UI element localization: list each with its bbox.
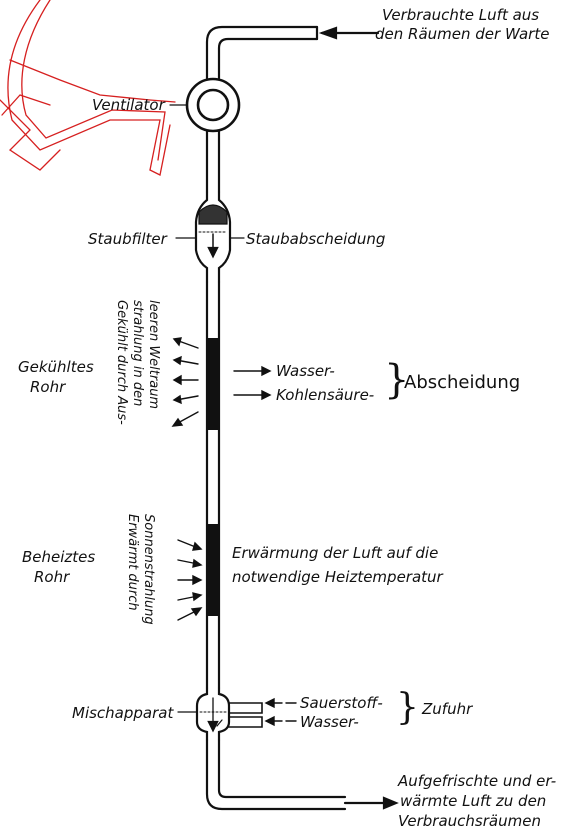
label-supply: Zufuhr [422, 700, 473, 718]
label-dust-separation: Staubabscheidung [246, 230, 386, 248]
label-dust-filter: Staubfilter [88, 230, 167, 248]
label-fan: Ventilator [92, 96, 165, 114]
dust-filter-housing [194, 190, 232, 284]
label-heated-vertical-line1: Erwärmt durch [125, 514, 140, 611]
label-air-out-line1: Aufgefrischte und er- [398, 772, 557, 790]
label-warming-line2: notwendige Heiztemperatur [232, 568, 443, 586]
cooled-section [207, 338, 219, 430]
label-oxygen: Sauerstoff- [300, 694, 383, 712]
label-water: Wasser- [276, 362, 335, 380]
pipe-upper [205, 129, 221, 194]
label-carbon-dioxide: Kohlensäure- [276, 386, 375, 404]
radiation-out-arrows [171, 337, 199, 427]
separation-brace: } [384, 357, 410, 403]
label-heated-pipe-line1: Beheiztes [22, 548, 96, 566]
mixer-housing [195, 686, 231, 742]
label-heated-pipe-line2: Rohr [34, 568, 70, 586]
supply-arrows [264, 697, 297, 727]
red-overlay-shape [0, 0, 176, 176]
label-cooled-vertical-line1: Gekühlt durch Aus- [114, 300, 129, 425]
label-air-in-line1: Verbrauchte Luft aus [382, 6, 540, 24]
mixer-nozzles [228, 702, 263, 728]
fan-ring [185, 77, 241, 133]
label-cooled-vertical-line3: leeren Weltraum [146, 300, 161, 410]
label-warming-line1: Erwärmung der Luft auf die [232, 544, 439, 562]
heated-section [207, 524, 219, 616]
supply-brace: } [396, 687, 419, 728]
separation-arrows [233, 365, 272, 401]
label-water2: Wasser- [300, 713, 359, 731]
label-heated-vertical-line2: Sonnenstrahlung [141, 514, 156, 625]
label-air-in-line2: den Räumen der Warte [375, 25, 550, 43]
label-cooled-vertical-line2: strahlung in den [130, 300, 145, 407]
outlet-pipe [205, 738, 347, 811]
label-air-out-line3: Verbrauchsräumen [398, 812, 541, 830]
label-cooled-pipe-line2: Rohr [30, 378, 66, 396]
label-mixer: Mischapparat [72, 704, 174, 722]
radiation-in-arrows [177, 539, 203, 621]
inlet-pipe [205, 25, 319, 80]
outlet-arrow [343, 796, 399, 810]
label-separation: Abscheidung [404, 372, 521, 393]
label-cooled-pipe-line1: Gekühltes [18, 358, 94, 376]
label-air-out-line2: wärmte Luft zu den [400, 792, 547, 810]
inlet-arrow [318, 26, 380, 40]
